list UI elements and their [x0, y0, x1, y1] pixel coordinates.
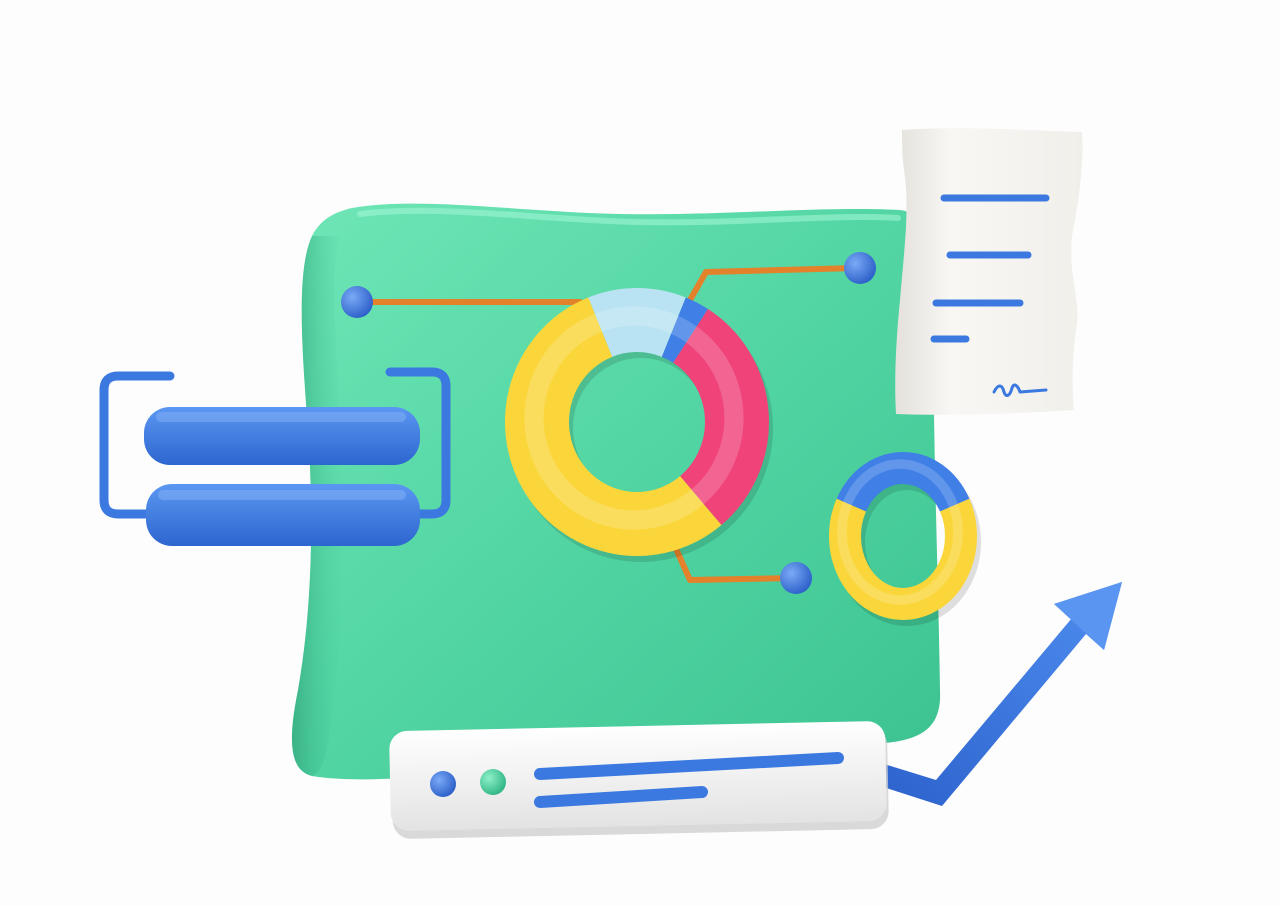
- trend-up-arrow-icon: [880, 582, 1122, 806]
- donut-segment-light-blue: [588, 288, 686, 358]
- card-dot-blue: [430, 771, 456, 797]
- connector-nodes: [341, 252, 876, 594]
- node-ball-left: [341, 286, 373, 318]
- connector-lines: [355, 265, 859, 583]
- card-line-2: [534, 786, 708, 808]
- donut-segment-blue: [836, 452, 970, 513]
- node-ball-bottom: [780, 562, 812, 594]
- signature-icon: [992, 383, 1048, 397]
- main-donut-chart: [505, 288, 773, 562]
- card-line-1: [534, 752, 844, 780]
- donut-segment-yellow: [505, 297, 722, 556]
- document-card: [895, 128, 1083, 415]
- donut-segment-pink: [672, 309, 769, 526]
- donut-segment-yellow: [829, 498, 977, 620]
- donut-segment-blue: [661, 297, 708, 364]
- node-ball-top-right: [844, 252, 876, 284]
- bracket-bars-widget: [99, 367, 451, 546]
- status-card: [389, 721, 889, 839]
- small-donut-chart: [829, 452, 981, 626]
- blue-bar-top: [144, 407, 420, 465]
- blue-bar-bottom: [146, 484, 420, 546]
- card-dot-green: [480, 769, 506, 795]
